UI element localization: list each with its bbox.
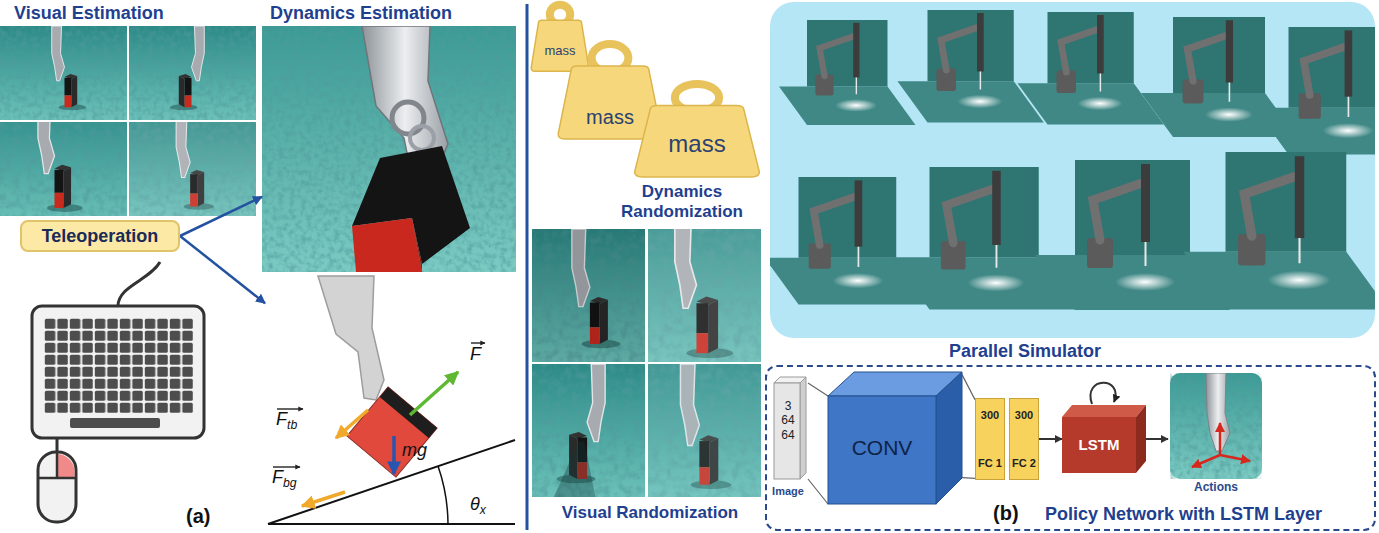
- text-holder: mass: [556, 106, 664, 129]
- text-holder: mg: [402, 440, 427, 461]
- node-text: 300: [976, 409, 1004, 422]
- node-text: FC 1: [976, 457, 1004, 470]
- node-text: Ftb: [276, 409, 297, 432]
- panel-label: Visual Randomization: [540, 503, 760, 523]
- visual-randomization-photos: [498, 215, 802, 504]
- text-holder: Policy Network with LSTM Layer: [1045, 504, 1322, 525]
- text-holder: θx: [470, 494, 486, 517]
- node-text: mass: [530, 44, 590, 59]
- connector: [180, 236, 265, 303]
- node-text: Visual Estimation: [14, 3, 164, 24]
- keyboard-mouse-icon: [32, 262, 204, 522]
- node-text: mass: [632, 130, 762, 158]
- node-text: F: [470, 344, 481, 365]
- text-holder: 300: [1010, 409, 1038, 422]
- panel-divider: [526, 4, 529, 530]
- text-holder: Parallel Simulator: [920, 341, 1130, 362]
- node-text: LSTM: [1062, 436, 1136, 453]
- text-holder: Dynamics Randomization: [612, 182, 752, 221]
- node-shape: [632, 80, 762, 178]
- node-shape: [530, 2, 590, 72]
- lstm-layer: LSTM: [1062, 405, 1146, 473]
- connector: [808, 383, 828, 504]
- connector: [962, 375, 975, 479]
- node-text: mass: [556, 106, 664, 129]
- node-text: Teleoperation: [42, 226, 159, 247]
- panel-label: (a): [186, 505, 210, 528]
- node-text: Policy Network with LSTM Layer: [1045, 504, 1322, 525]
- node-text: CONV: [828, 436, 936, 460]
- dashed-group: Policy Network with LSTM Layer 3 64 64 Ima…: [765, 365, 1376, 531]
- connector: [1039, 438, 1062, 440]
- panel-label: Dynamics Randomization: [612, 182, 752, 221]
- text-holder: (a): [186, 505, 210, 528]
- image-panel: Visual Estimation: [0, 0, 258, 216]
- connector: [180, 197, 262, 236]
- panel-label: (b): [993, 502, 1019, 525]
- conv-layer: CONV: [828, 372, 962, 504]
- text-holder: Visual Randomization: [540, 503, 760, 523]
- force-diagram-art: [268, 276, 515, 524]
- text-holder: LSTM: [1062, 436, 1136, 453]
- force-diagram: F FtbFbg mg θx: [265, 276, 515, 528]
- fc-layer: 300 FC 1: [975, 398, 1005, 480]
- text-holder: FC 1: [976, 457, 1004, 470]
- process-box: Teleoperation: [20, 220, 180, 252]
- text-holder: FC 2: [1010, 457, 1038, 470]
- text-holder: CONV: [828, 436, 936, 460]
- output-image: Actions: [1168, 372, 1264, 498]
- node-text: Dynamics Estimation: [270, 3, 452, 24]
- text-holder: F: [470, 344, 481, 365]
- node-text: Fbg: [272, 467, 297, 490]
- dynamics-photo: [262, 26, 516, 272]
- text-holder: Visual Estimation: [14, 3, 164, 24]
- image-panel: Dynamics Estimation: [262, 0, 516, 272]
- weight-shape: mass: [530, 2, 590, 72]
- text-holder: mass: [530, 44, 590, 59]
- connector: [1146, 438, 1168, 440]
- text-holder: Teleoperation: [42, 226, 159, 247]
- visual-estimation-photos: [0, 26, 259, 225]
- text-holder: (b): [993, 502, 1019, 525]
- text-holder: Image: [766, 485, 810, 498]
- text-holder: Actions: [1168, 481, 1264, 495]
- parallel-simulator-art: [765, 2, 1379, 338]
- node-text: Actions: [1168, 481, 1264, 495]
- node-text: 300: [1010, 409, 1038, 422]
- text-holder: Fbg: [272, 467, 297, 490]
- fc-layer: 300 FC 2: [1009, 398, 1039, 480]
- weight-shape: mass: [632, 80, 762, 178]
- text-holder: Dynamics Estimation: [270, 3, 452, 24]
- recurrent-loop: [1090, 383, 1115, 404]
- node-text: θx: [470, 494, 486, 517]
- text-holder: Ftb: [276, 409, 297, 432]
- panel-label: Parallel Simulator: [920, 341, 1130, 362]
- text-holder: mass: [632, 130, 762, 158]
- node-text: FC 2: [1010, 457, 1038, 470]
- text-holder: 300: [976, 409, 1004, 422]
- node-text: mg: [402, 440, 427, 461]
- text-holder: 3 64 64: [778, 399, 798, 442]
- node-text: Image: [766, 485, 810, 498]
- input-layer: 3 64 64 Image: [768, 375, 808, 503]
- node-text: 3 64 64: [778, 399, 798, 442]
